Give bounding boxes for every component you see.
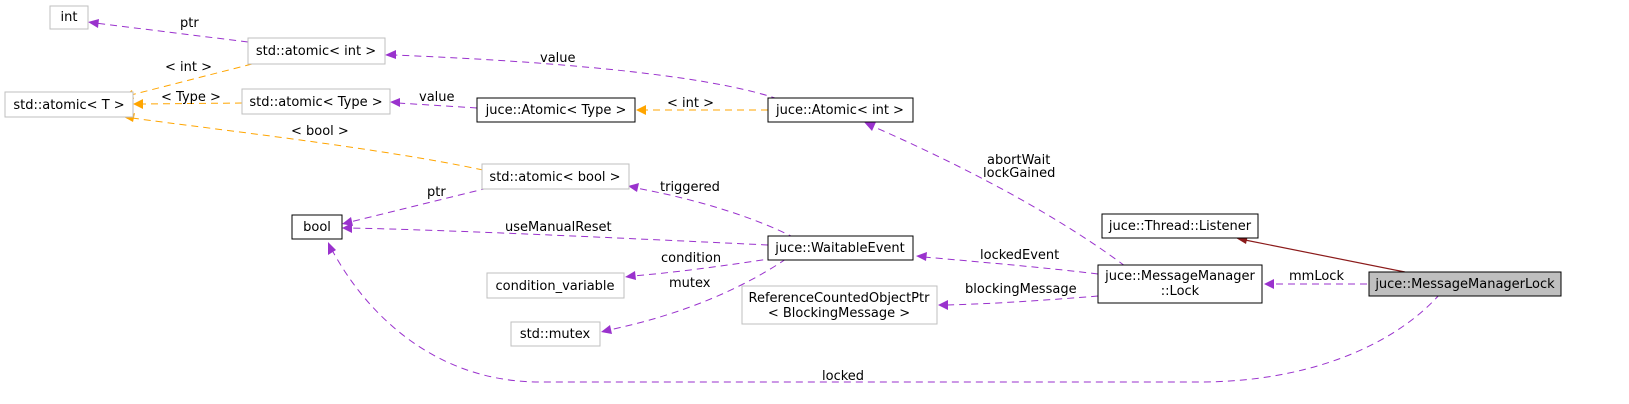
node-std-atomic-bool[interactable]: std::atomic< bool >	[481, 163, 630, 190]
edge-label-lock-gained: lockGained	[983, 166, 1055, 181]
edge-label-template-int: < int >	[165, 60, 212, 75]
edge-label-use-manual-reset: useManualReset	[505, 220, 612, 235]
node-std-atomic-int-label: std::atomic< int >	[256, 44, 376, 59]
edge-ptr-int	[88, 19, 249, 43]
edge-mm-lock	[1264, 279, 1367, 289]
edge-label-abort-wait: abortWait	[987, 153, 1050, 168]
edge-triggered	[628, 183, 796, 239]
node-std-atomic-int[interactable]: std::atomic< int >	[247, 37, 386, 65]
node-reference-counted-object-ptr[interactable]: ReferenceCountedObjectPtr < BlockingMess…	[741, 285, 938, 325]
edge-abort-wait-lock-gained	[864, 122, 1126, 267]
edge-label-template-bool: < bool >	[291, 124, 349, 139]
node-std-atomic-t-label: std::atomic< T >	[13, 98, 124, 113]
node-std-atomic-type[interactable]: std::atomic< Type >	[241, 88, 391, 115]
node-int-label: int	[61, 10, 78, 25]
edge-value-atomic-int	[385, 50, 779, 100]
node-condition-variable[interactable]: condition_variable	[486, 272, 625, 299]
edge-label-template-type: < Type >	[161, 90, 221, 105]
edge-label-template-int2: < int >	[667, 96, 714, 111]
edge-label-ptr-bool: ptr	[427, 185, 446, 200]
node-juce-thread-listener[interactable]: juce::Thread::Listener	[1101, 213, 1259, 239]
node-juce-thread-listener-label: juce::Thread::Listener	[1108, 219, 1252, 234]
edge-label-locked-event: lockedEvent	[980, 248, 1059, 263]
edge-ptr-bool	[342, 187, 489, 226]
edge-mutex	[601, 258, 787, 334]
edge-condition	[625, 257, 776, 280]
edge-label-value-atomic-type: value	[419, 90, 455, 105]
node-juce-message-manager-lock-focus-label: juce::MessageManagerLock	[1374, 277, 1555, 292]
node-std-mutex[interactable]: std::mutex	[510, 321, 601, 347]
node-juce-atomic-type-label: juce::Atomic< Type >	[485, 103, 627, 118]
node-std-mutex-label: std::mutex	[520, 327, 591, 342]
node-std-atomic-t[interactable]: std::atomic< T >	[4, 91, 134, 118]
edge-label-condition: condition	[661, 251, 721, 266]
edge-template-bool	[124, 113, 484, 171]
node-juce-message-manager-lock-line1: juce::MessageManager	[1104, 269, 1255, 284]
node-int[interactable]: int	[49, 5, 89, 30]
node-std-atomic-type-label: std::atomic< Type >	[249, 95, 382, 110]
node-condition-variable-label: condition_variable	[495, 279, 614, 294]
node-bool[interactable]: bool	[291, 214, 343, 240]
node-juce-atomic-int-label: juce::Atomic< int >	[775, 103, 904, 118]
node-reference-counted-object-ptr-line1: ReferenceCountedObjectPtr	[749, 291, 931, 306]
node-std-atomic-bool-label: std::atomic< bool >	[489, 170, 620, 185]
edge-label-value-atomic-int: value	[540, 51, 576, 66]
node-bool-label: bool	[303, 220, 331, 235]
node-juce-atomic-int[interactable]: juce::Atomic< int >	[767, 97, 914, 123]
edge-label-ptr-int: ptr	[180, 16, 199, 31]
node-juce-waitable-event[interactable]: juce::WaitableEvent	[767, 235, 914, 261]
edge-label-mm-lock: mmLock	[1289, 269, 1344, 284]
edge-label-locked: locked	[822, 369, 864, 384]
node-juce-message-manager-lock-focus[interactable]: juce::MessageManagerLock	[1368, 271, 1562, 297]
edge-template-type	[133, 99, 243, 109]
node-juce-waitable-event-label: juce::WaitableEvent	[774, 241, 905, 256]
node-juce-message-manager-lock-line2: ::Lock	[1161, 284, 1200, 299]
edge-template-int2	[636, 105, 768, 115]
edge-use-manual-reset	[342, 223, 769, 246]
node-reference-counted-object-ptr-line2: < BlockingMessage >	[768, 306, 910, 321]
edge-locked-event	[916, 252, 1099, 275]
edge-label-blocking-message: blockingMessage	[965, 282, 1077, 297]
edge-locked	[328, 242, 1441, 383]
node-juce-message-manager-lock[interactable]: juce::MessageManager ::Lock	[1097, 264, 1263, 304]
edge-blocking-message	[938, 295, 1099, 310]
node-juce-atomic-type[interactable]: juce::Atomic< Type >	[476, 97, 636, 123]
edge-label-mutex: mutex	[669, 276, 711, 291]
edge-value-atomic-type	[390, 98, 478, 109]
edge-label-triggered: triggered	[660, 180, 720, 195]
